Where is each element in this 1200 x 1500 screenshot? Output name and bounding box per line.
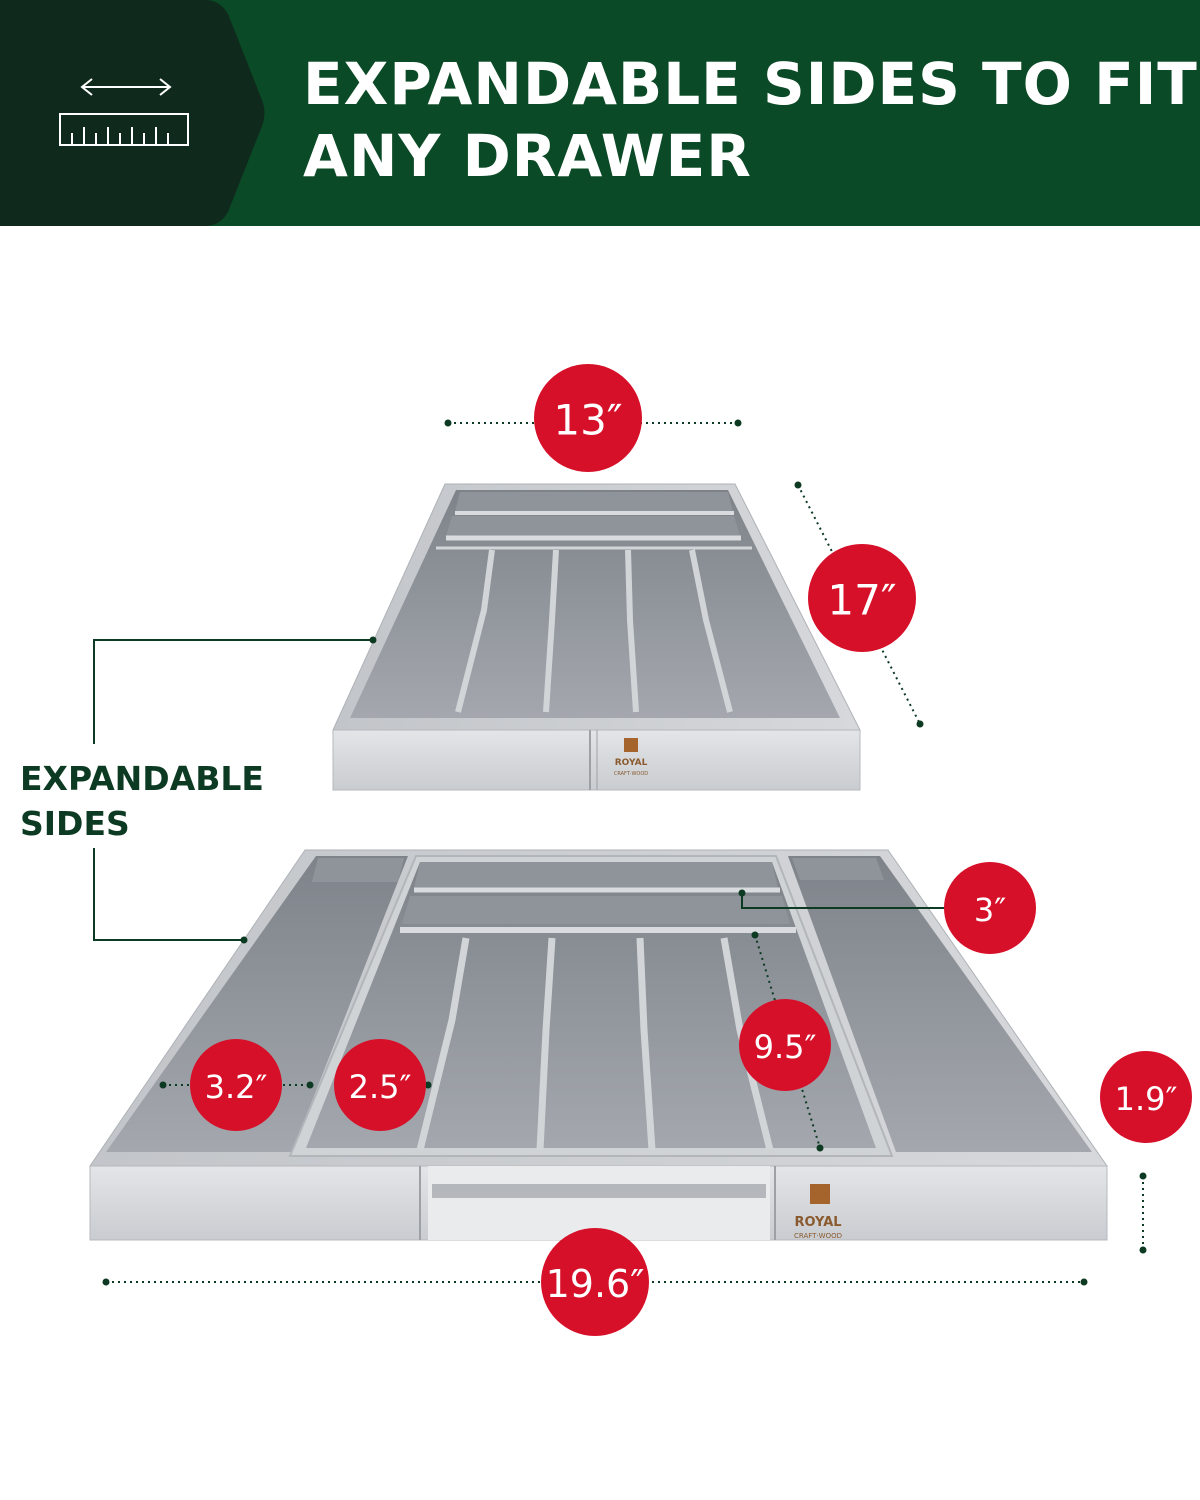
compact-brand-name: ROYAL: [615, 758, 648, 768]
badge-expanded-width-text: 19.6″: [546, 1262, 645, 1306]
badge-top-depth: 17″: [808, 544, 916, 652]
badge-utensil-slot-width-text: 2.5″: [349, 1068, 412, 1106]
expandable-sides-leader: [93, 639, 373, 941]
badge-slot-width: 3″: [944, 862, 1036, 954]
expanded-tray-logo: ROYAL CRAFT·WOOD: [794, 1184, 842, 1240]
expandable-sides-label-line-2: SIDES: [20, 804, 130, 843]
compact-tray-logo: ROYAL CRAFT·WOOD: [614, 738, 648, 777]
badge-utensil-slot-width: 2.5″: [334, 1039, 426, 1131]
ruler-expand-icon: [59, 78, 189, 146]
badge-height-text: 1.9″: [1115, 1080, 1178, 1118]
expanded-brand-tagline: CRAFT·WOOD: [794, 1232, 842, 1240]
badge-top-width-text: 13″: [553, 396, 622, 445]
badge-slot-width-text: 3″: [974, 891, 1006, 929]
compact-brand-tagline: CRAFT·WOOD: [614, 771, 648, 777]
banner-title-line-1: EXPANDABLE SIDES TO FIT: [303, 50, 1198, 118]
badge-slot-length-text: 9.5″: [754, 1028, 817, 1066]
expandable-sides-label-line-1: EXPANDABLE: [20, 759, 264, 798]
badge-slot-length: 9.5″: [739, 999, 831, 1091]
expandable-sides-label: EXPANDABLE SIDES: [20, 756, 264, 846]
compact-tray: ROYAL CRAFT·WOOD: [332, 483, 861, 791]
banner-title: EXPANDABLE SIDES TO FIT ANY DRAWER: [303, 48, 1198, 192]
banner-icon-panel: [0, 0, 265, 226]
slot-width-leader: [741, 893, 945, 909]
badge-top-depth-text: 17″: [827, 576, 896, 625]
banner-title-line-2: ANY DRAWER: [303, 122, 752, 190]
badge-height: 1.9″: [1100, 1051, 1192, 1143]
badge-side-bin-width-text: 3.2″: [205, 1068, 268, 1106]
header-banner: EXPANDABLE SIDES TO FIT ANY DRAWER: [0, 0, 1200, 226]
badge-expanded-width: 19.6″: [541, 1228, 649, 1336]
badge-side-bin-width: 3.2″: [190, 1039, 282, 1131]
badge-top-width: 13″: [534, 364, 642, 472]
expanded-brand-name: ROYAL: [794, 1215, 841, 1230]
